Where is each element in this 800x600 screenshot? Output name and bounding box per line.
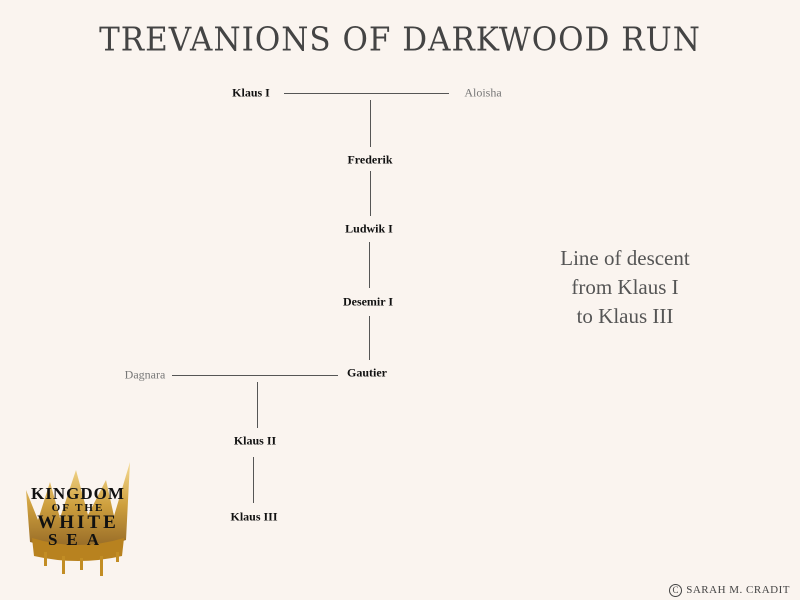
descent-note: Line of descent from Klaus I to Klaus II… (520, 244, 730, 331)
person-klaus-i: Klaus I (232, 85, 270, 100)
descent-line (253, 457, 254, 503)
person-klaus-ii: Klaus II (233, 433, 277, 448)
spouse-dagnara: Dagnara (124, 367, 166, 382)
person-desemir-i: Desemir I (342, 294, 394, 309)
person-gautier: Gautier (347, 365, 387, 380)
person-frederik: Frederik (347, 152, 393, 167)
logo-text: OF THE (51, 502, 105, 514)
note-line: to Klaus III (576, 304, 674, 328)
descent-line (370, 171, 371, 216)
spouse-aloisha: Aloisha (464, 85, 502, 100)
descent-line (257, 382, 258, 428)
descent-line (369, 316, 370, 360)
page-title: TREVANIONS OF DARKWOOD RUN (99, 21, 701, 59)
note-line: from Klaus I (571, 275, 679, 299)
note-line: Line of descent (560, 246, 690, 270)
logo-text: SEA (47, 530, 109, 549)
copyright-text: SARAH M. CRADIT (686, 584, 790, 596)
descent-line (370, 100, 371, 147)
copyright-icon: C (669, 584, 683, 597)
logo-text: KINGDOM (31, 484, 125, 503)
marriage-line (172, 375, 338, 376)
marriage-line (284, 93, 449, 94)
person-ludwik-i: Ludwik I (345, 221, 393, 236)
kingdom-logo: KINGDOM OF THE WHITE SEA (18, 460, 138, 580)
descent-line (369, 242, 370, 288)
logo-text: WHITE (37, 512, 119, 533)
person-klaus-iii: Klaus III (230, 509, 278, 524)
crown-icon (26, 462, 130, 576)
